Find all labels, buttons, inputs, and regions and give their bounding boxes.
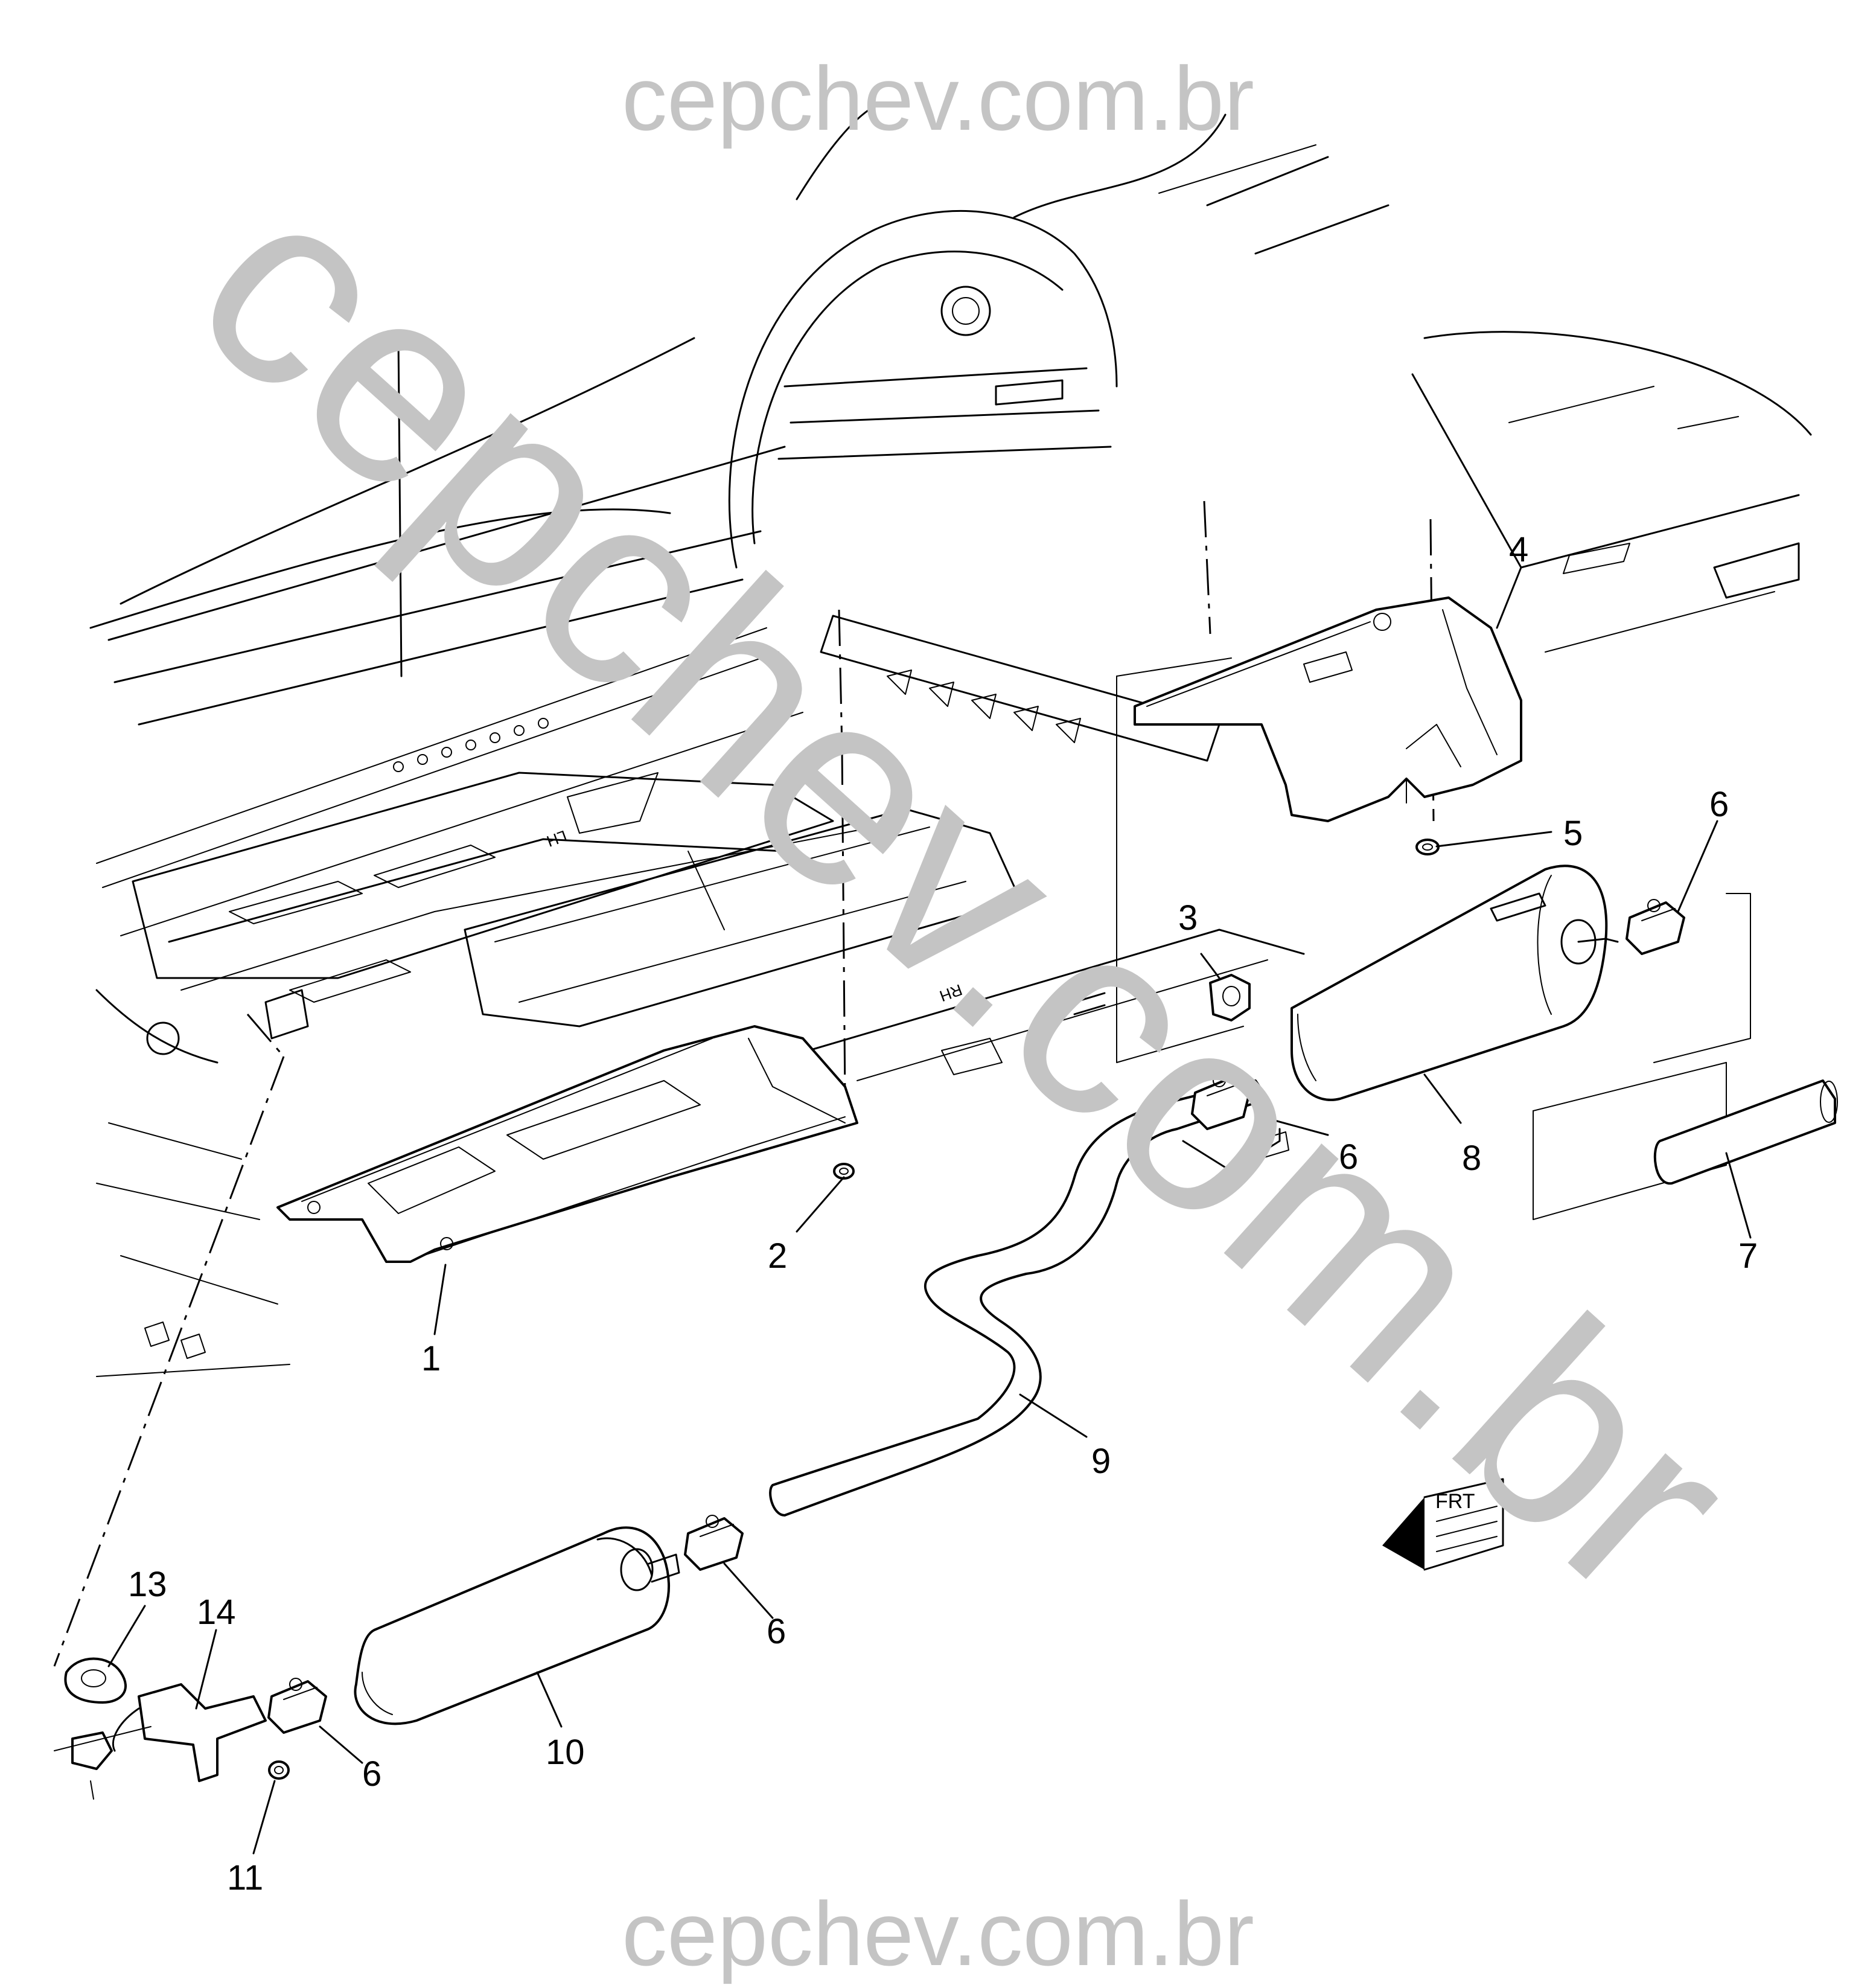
- clamp-lower-center: [684, 1515, 744, 1571]
- front-muffler: [354, 1526, 680, 1725]
- tailpipe: [1653, 1079, 1838, 1185]
- callout-labels: 1 2 3 4 5 6 6 6 6 7 8 9 10 11 13 14: [128, 530, 1758, 1897]
- callout-3: 3: [1178, 898, 1198, 938]
- rh-floor-slots: [1073, 968, 1106, 1015]
- part-2-nut: [833, 1163, 855, 1180]
- callout-6-lower-left: 6: [362, 1754, 381, 1794]
- vehicle-underbody: [89, 101, 1812, 1377]
- callout-11: 11: [227, 1858, 263, 1897]
- callout-9: 9: [1091, 1442, 1111, 1481]
- rear-muffler: [1291, 865, 1619, 1101]
- clamp-lower-left: [267, 1678, 327, 1734]
- part-13-gasket: [64, 1657, 127, 1704]
- callout-1: 1: [421, 1339, 441, 1378]
- callout-2: 2: [768, 1236, 787, 1276]
- callout-5: 5: [1563, 814, 1583, 853]
- callout-6-upper-right: 6: [1709, 785, 1729, 824]
- callout-6-lower-center: 6: [767, 1612, 786, 1651]
- part-11-nut: [268, 1760, 290, 1780]
- callout-7: 7: [1738, 1236, 1758, 1276]
- callout-13: 13: [128, 1565, 167, 1604]
- part-14-front-pipe: [54, 1683, 267, 1800]
- callout-14: 14: [197, 1593, 236, 1632]
- leader-lines: [107, 566, 1752, 1855]
- callout-4: 4: [1509, 530, 1528, 569]
- rocker-holes: [393, 718, 549, 772]
- intermediate-pipe: [769, 1079, 1289, 1517]
- lh-floor-mark: LH: [544, 826, 570, 851]
- crossmember-cutouts: [887, 670, 1081, 743]
- callout-10: 10: [546, 1733, 585, 1772]
- watermark-top: cepchev.com.br: [622, 48, 1254, 149]
- part-5-nut: [1415, 839, 1440, 855]
- front-direction-arrow: FRT: [1382, 1478, 1504, 1571]
- rear-heat-shield: [1134, 596, 1522, 822]
- clamp-mid: [1191, 1074, 1251, 1130]
- part-3-insulator: [1209, 974, 1251, 1021]
- callout-8: 8: [1462, 1139, 1481, 1178]
- callout-6-mid: 6: [1339, 1137, 1358, 1177]
- frt-label: FRT: [1435, 1490, 1475, 1513]
- clamp-upper-right: [1626, 899, 1685, 955]
- front-heat-shield: [276, 1025, 858, 1263]
- watermark-bottom: cepchev.com.br: [622, 1883, 1254, 1984]
